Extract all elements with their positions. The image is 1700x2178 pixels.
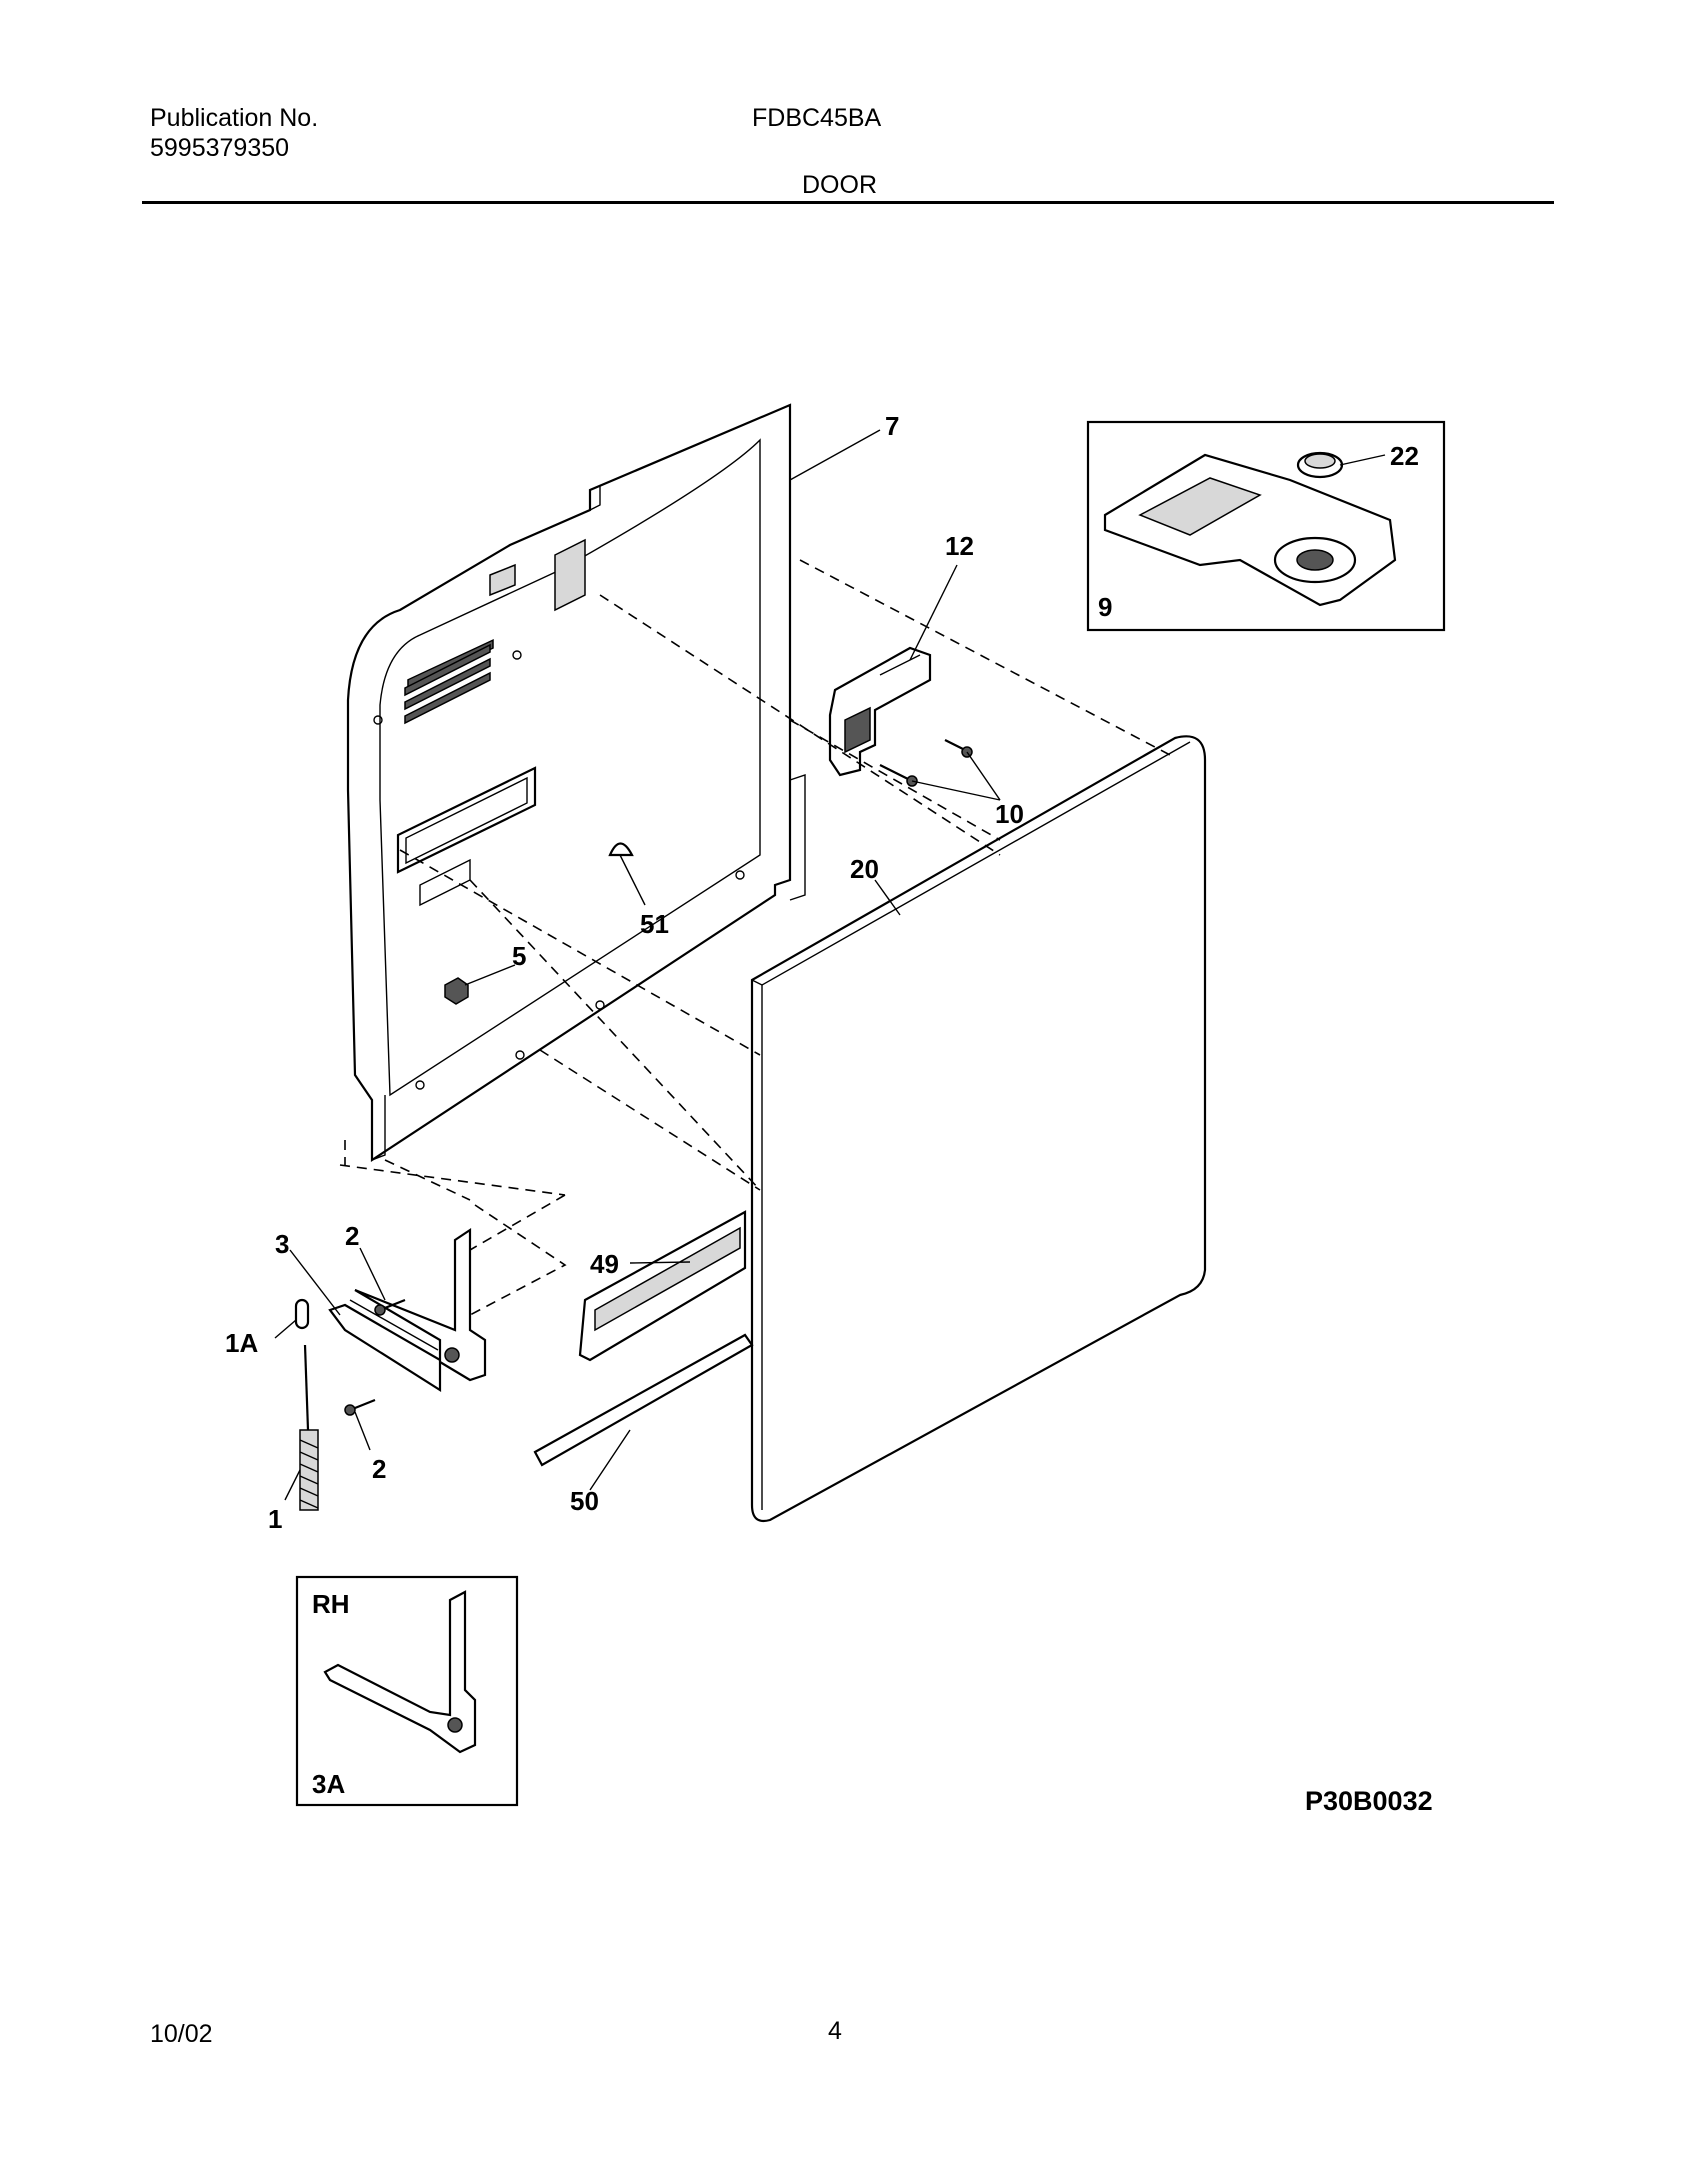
door-latch [828,646,932,777]
callout-2-upper: 2 [345,1221,359,1251]
drawing-code: P30B0032 [1305,1786,1433,1816]
bottom-gasket [578,1210,747,1362]
callout-50: 50 [570,1486,599,1516]
header-rule [142,201,1554,204]
rh-hinge-inset [295,1575,519,1807]
callout-51: 51 [640,909,669,939]
callout-3A: 3A [312,1769,345,1799]
dispenser-inset [1086,420,1446,632]
callout-9: 9 [1098,592,1112,622]
publication-label: Publication No. [150,104,319,132]
section-title: DOOR [802,171,877,199]
callout-20: 20 [850,854,879,884]
footer-date: 10/02 [150,2020,213,2048]
callout-49: 49 [590,1249,619,1279]
page-number: 4 [828,2017,842,2045]
callout-5: 5 [512,941,526,971]
hinge-arm [328,1227,487,1392]
plug [608,842,634,857]
callout-2-lower: 2 [372,1454,386,1484]
callout-7: 7 [885,411,899,441]
callout-1A: 1A [225,1328,258,1358]
callout-1: 1 [268,1504,282,1534]
vent-grille [404,639,494,725]
guide-lines [339,559,1171,1316]
model-number: FDBC45BA [752,104,882,132]
outer-door-panel [750,735,1207,1523]
callout-3: 3 [275,1229,289,1259]
inner-door-panel [346,403,806,1163]
hinge-spring [299,1429,319,1511]
callout-RH: RH [312,1589,350,1619]
publication-number: 5995379350 [150,134,290,162]
nut [444,977,469,1005]
callout-22: 22 [1390,441,1419,471]
callout-10: 10 [995,799,1024,829]
callout-12: 12 [945,531,974,561]
leader-lines [274,429,1386,1501]
spring-link-1A [294,1298,310,1330]
bottom-seal [533,1333,754,1467]
